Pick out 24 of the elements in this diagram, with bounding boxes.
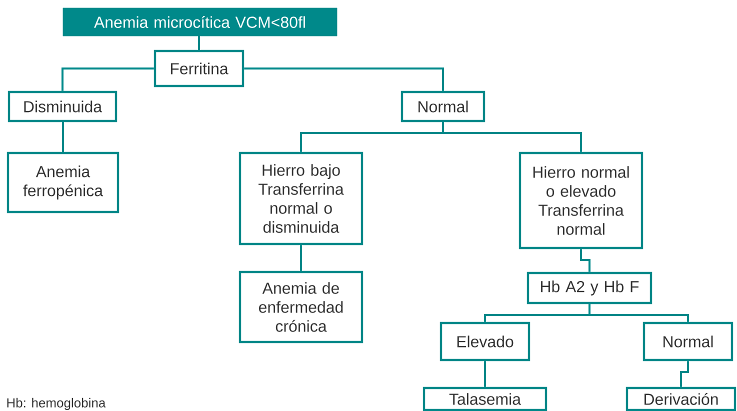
decision-box: Hb A2 y Hb F	[526, 272, 652, 304]
decision-box: Anemia de enfermedad crónica	[238, 270, 364, 344]
connector-line	[244, 68, 444, 91]
connector-line	[198, 36, 200, 51]
decision-box: Elevado	[440, 322, 530, 362]
decision-box: Hierro normal o elevado Transferrina normal	[518, 152, 644, 250]
decision-box: Ferritina	[154, 50, 244, 88]
decision-box: Anemia ferropénica	[6, 152, 120, 214]
decision-box: Talasemia	[422, 386, 548, 411]
connector-line	[62, 121, 64, 153]
connector-line	[484, 361, 486, 387]
decision-box: Normal	[400, 90, 486, 122]
connector-line	[680, 361, 689, 387]
connector-line	[300, 245, 302, 271]
connector-line	[588, 304, 689, 322]
connector-line	[442, 122, 582, 152]
connector-line	[62, 68, 154, 91]
connector-line	[580, 249, 590, 272]
footnote: Hb: hemoglobina	[7, 398, 106, 410]
decision-box: Disminuida	[8, 90, 118, 122]
title-box: Anemia microcítica VCM<80fl	[62, 8, 338, 36]
decision-box: Normal	[642, 322, 734, 362]
decision-box: Derivación	[626, 386, 736, 411]
decision-box: Hierro bajo Transferrina normal o disminuida	[238, 152, 364, 246]
